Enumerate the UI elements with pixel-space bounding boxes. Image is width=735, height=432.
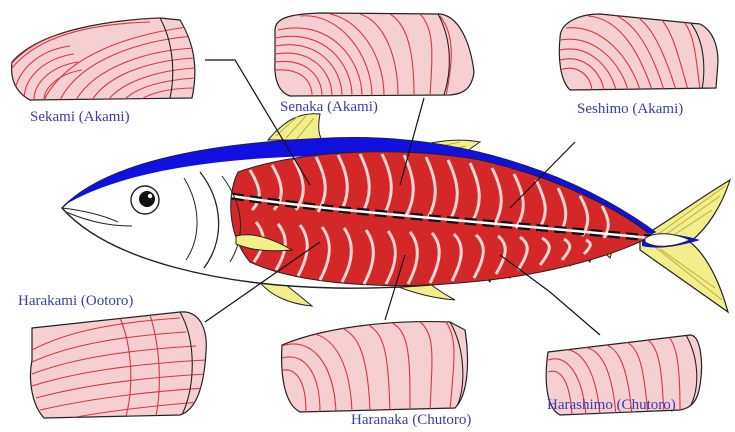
- pupil: [139, 191, 155, 207]
- cut-block-haranaka: [282, 322, 468, 412]
- cut-block-harakami: [31, 312, 207, 420]
- cut-block-sekami: [0, 18, 195, 100]
- tuna-fish: [50, 100, 730, 312]
- label-senaka: Senaka (Akami): [280, 98, 378, 116]
- label-sekami: Sekami (Akami): [30, 108, 130, 126]
- label-harashimo: Harashimo (Chutoro): [547, 396, 676, 414]
- label-seshimo: Seshimo (Akami): [577, 100, 683, 118]
- cut-block-seshimo: [559, 14, 718, 90]
- cut-block-senaka: [275, 13, 474, 96]
- label-harakami: Harakami (Ootoro): [18, 292, 133, 310]
- label-haranaka: Haranaka (Chutoro): [351, 411, 471, 429]
